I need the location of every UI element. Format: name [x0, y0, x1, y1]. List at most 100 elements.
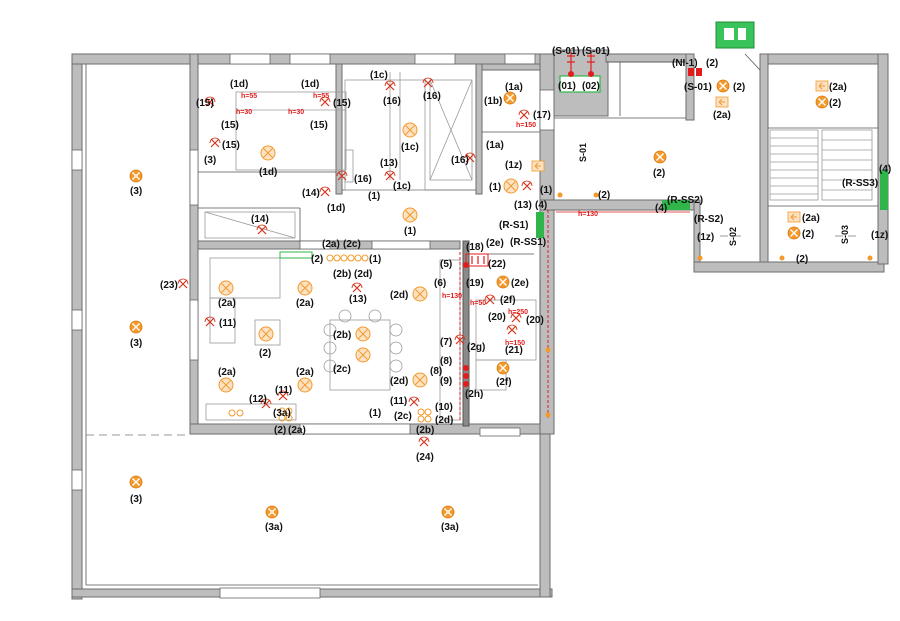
ceiling-light-icon [258, 326, 274, 342]
label: (11) [275, 385, 292, 396]
label: (2a) [322, 239, 340, 250]
label: (3) [130, 186, 142, 197]
exit-sign [880, 170, 888, 210]
label: (8) [440, 356, 452, 367]
label: (2e) [511, 278, 529, 289]
label: (1d) [327, 203, 345, 214]
corridor-bottom-wall [693, 261, 885, 273]
label: (4) [535, 200, 547, 211]
exit-arrow-icon [787, 211, 801, 223]
label: (14) [251, 214, 269, 225]
label: (11) [390, 396, 407, 407]
label: (S-01) [684, 82, 712, 93]
stair-label: S-01 [578, 143, 588, 162]
label: (2a) [829, 82, 847, 93]
label: (19) [466, 278, 484, 289]
staircase [769, 129, 873, 201]
label: (1c) [370, 70, 388, 81]
label: (01) [558, 81, 576, 92]
label: (16) [423, 91, 441, 102]
emergency-light-icon [441, 505, 455, 519]
label: h=30 [288, 109, 304, 116]
label: (2) [802, 229, 814, 240]
switch-icon [422, 77, 434, 88]
label: (2a) [296, 298, 314, 309]
label: (20) [526, 315, 544, 326]
label: h=55 [313, 93, 329, 100]
label: (1d) [259, 167, 277, 178]
switch-icon [418, 436, 430, 447]
fixture-labels: (S-01) (S-01) (01) (02) (NI-1) (2) (S-01… [130, 46, 891, 533]
label: (2) [259, 348, 271, 359]
exit-arrow-icon [531, 160, 545, 172]
emergency-light-icon [496, 361, 510, 375]
label: (2f) [496, 377, 512, 388]
exit-sign [536, 212, 544, 238]
label: (1) [404, 226, 416, 237]
emergency-light-icon [815, 95, 829, 109]
label: (1a) [486, 140, 504, 151]
label: (15) [310, 120, 328, 131]
emergency-light-icon [129, 169, 143, 183]
label: (8) [430, 366, 442, 377]
label: h=130 [442, 293, 462, 300]
apartment-left-wall [189, 53, 199, 435]
label: (2d) [435, 415, 453, 426]
label: (1c) [393, 181, 411, 192]
label: (2) [706, 58, 718, 69]
bedroom-divider [335, 63, 343, 195]
label: (1a) [505, 82, 523, 93]
ceiling-light-icon [355, 347, 371, 363]
label: (2) [653, 168, 665, 179]
label: (3) [130, 494, 142, 505]
right-bottom-wall [539, 429, 551, 598]
switch-icon [521, 180, 533, 191]
label: (1z) [697, 232, 714, 243]
label: (1d) [230, 79, 248, 90]
label: (R-SS1) [510, 237, 546, 248]
stair-label: S-03 [840, 225, 850, 244]
label: (R-S1) [499, 220, 528, 231]
label: (2c) [343, 239, 361, 250]
label: (2a) [296, 367, 314, 378]
label: (10) [435, 402, 453, 413]
label: (2b) [333, 330, 351, 341]
label: (2e) [486, 238, 504, 249]
label: (2) [829, 98, 841, 109]
ceiling-light-icon [218, 280, 234, 296]
label: (9) [440, 376, 452, 387]
label: h=30 [236, 109, 252, 116]
label: (R-SS3) [842, 178, 878, 189]
label: (1) [540, 185, 552, 196]
emergency-light-icon [716, 79, 730, 93]
label: (16) [451, 155, 469, 166]
label: (1d) [301, 79, 319, 90]
label: (1) [369, 254, 381, 265]
label: (1) [368, 191, 380, 202]
switch-icon [506, 324, 518, 335]
emergency-light-icon [787, 226, 801, 240]
label: (6) [434, 278, 446, 289]
sockets [228, 254, 432, 423]
label: (2) [733, 82, 745, 93]
label: h=50 [470, 300, 486, 307]
switch-icon [484, 294, 496, 305]
label: (R-S2) [694, 214, 723, 225]
label: (2d) [354, 269, 372, 280]
switch-icon [408, 396, 420, 407]
label: (3a) [265, 522, 283, 533]
exit-arrow-icon [815, 80, 829, 92]
label: (14) [302, 188, 320, 199]
label: (2a) [802, 213, 820, 224]
label: h=150 [516, 122, 536, 129]
label: (13) [514, 200, 532, 211]
label: (1) [369, 408, 381, 419]
emergency-light-icon [496, 275, 510, 289]
label: (1b) [484, 96, 502, 107]
label: (13) [349, 294, 367, 305]
label: (15) [196, 98, 214, 109]
label: (5) [440, 259, 452, 270]
stair-label: S-02 [728, 227, 738, 246]
label: (3a) [273, 408, 291, 419]
